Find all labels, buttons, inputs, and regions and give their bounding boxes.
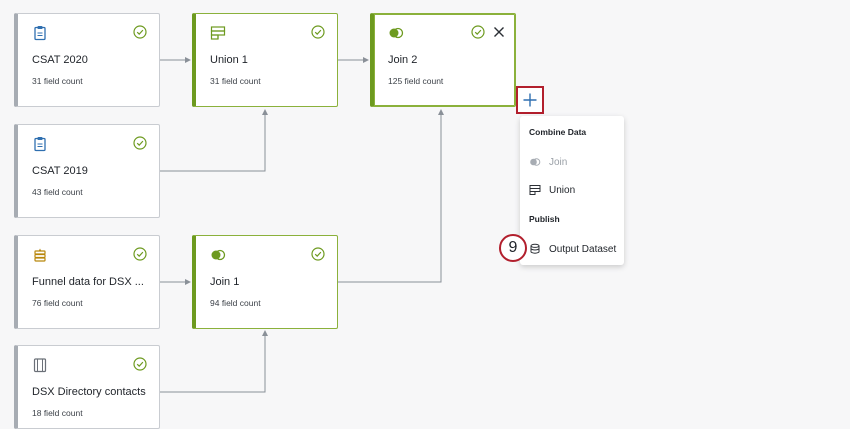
close-icon[interactable]: [491, 24, 507, 40]
join-icon: [210, 247, 226, 263]
add-step-button[interactable]: [516, 86, 544, 114]
node-field-count: 18 field count: [32, 408, 83, 418]
menu-item-join[interactable]: Join: [529, 152, 620, 172]
node-dsx-directory-contacts[interactable]: DSX Directory contacts 18 field count: [14, 345, 160, 429]
check-circle-icon: [471, 25, 485, 39]
edge-join1-join2: [338, 109, 444, 283]
node-csat-2020[interactable]: CSAT 2020 31 field count: [14, 13, 160, 107]
step-number-badge: 9: [499, 234, 527, 262]
node-field-count: 94 field count: [210, 298, 261, 308]
database-icon: [529, 243, 541, 255]
check-circle-icon: [133, 357, 147, 371]
database-stack-icon: [32, 247, 48, 263]
clipboard-icon: [32, 25, 48, 41]
node-title: Join 1: [210, 276, 240, 288]
node-union-1[interactable]: Union 1 31 field count: [192, 13, 338, 107]
check-circle-icon: [311, 25, 325, 39]
menu-item-union[interactable]: Union: [529, 180, 620, 200]
node-field-count: 76 field count: [32, 298, 83, 308]
node-title: Union 1: [210, 54, 248, 66]
union-icon: [210, 25, 226, 41]
node-title: Funnel data for DSX ...: [32, 276, 144, 288]
node-field-count: 125 field count: [388, 76, 444, 86]
node-field-count: 31 field count: [210, 76, 261, 86]
node-csat-2019[interactable]: CSAT 2019 43 field count: [14, 124, 160, 218]
check-circle-icon: [133, 25, 147, 39]
join-icon: [529, 156, 541, 168]
node-title: CSAT 2019: [32, 165, 88, 177]
node-field-count: 31 field count: [32, 76, 83, 86]
node-title: CSAT 2020: [32, 54, 88, 66]
join-icon: [388, 25, 404, 41]
node-field-count: 43 field count: [32, 187, 83, 197]
node-join-2[interactable]: Join 2 125 field count: [370, 13, 516, 107]
union-icon: [529, 184, 541, 196]
check-circle-icon: [311, 247, 325, 261]
node-title: DSX Directory contacts: [32, 386, 146, 398]
edge-csat2019-union1: [160, 109, 268, 172]
plus-icon: [523, 93, 537, 107]
edge-dsxdir-join1: [160, 330, 268, 393]
node-join-1[interactable]: Join 1 94 field count: [192, 235, 338, 329]
combine-data-header: Combine Data: [529, 127, 587, 137]
menu-item-label: Union: [549, 184, 576, 196]
add-step-menu: Combine Data Join Union Publish Output D…: [520, 116, 624, 265]
check-circle-icon: [133, 247, 147, 261]
node-title: Join 2: [388, 54, 418, 66]
check-circle-icon: [133, 136, 147, 150]
menu-item-label: Join: [549, 156, 568, 168]
menu-item-label: Output Dataset: [549, 243, 617, 255]
menu-item-output-dataset[interactable]: Output Dataset: [529, 239, 620, 259]
publish-header: Publish: [529, 214, 560, 224]
directory-icon: [32, 357, 48, 373]
node-funnel-data[interactable]: Funnel data for DSX ... 76 field count: [14, 235, 160, 329]
clipboard-icon: [32, 136, 48, 152]
